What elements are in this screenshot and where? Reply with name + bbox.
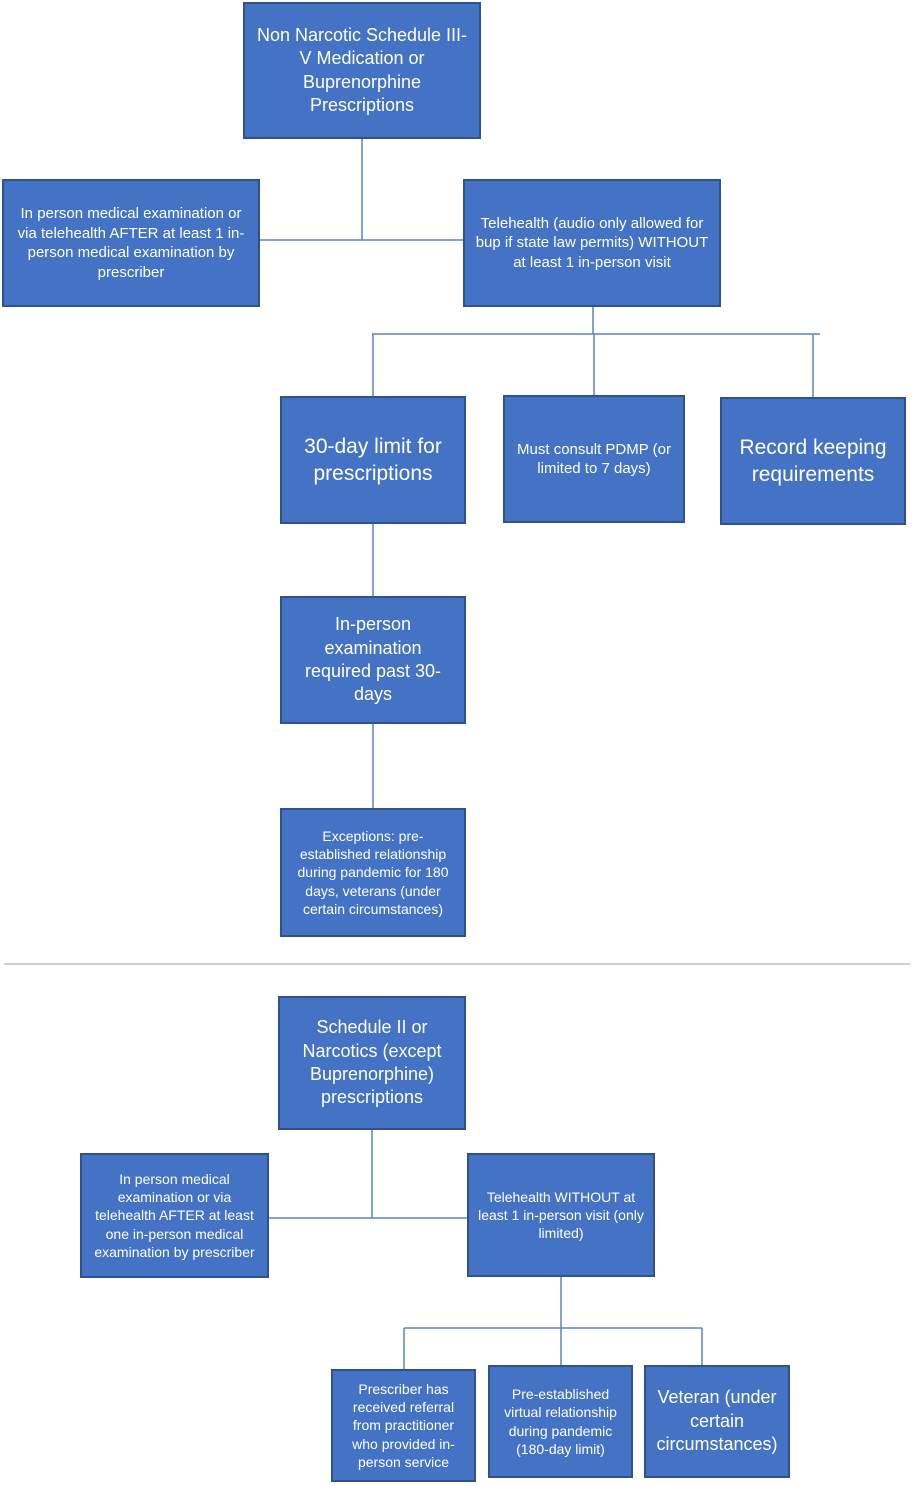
box-in-person-exam: In person medical examination or via tel… <box>2 179 260 307</box>
box-telehealth-2: Telehealth WITHOUT at least 1 in-person … <box>467 1153 655 1277</box>
box-referral: Prescriber has received referral from pr… <box>331 1369 476 1482</box>
box-schedule-ii-root-label: Schedule II or Narcotics (except Bupreno… <box>302 1017 442 1108</box>
box-telehealth: Telehealth (audio only allowed for bup i… <box>463 179 721 307</box>
box-in-person-exam-label: In person medical examination or via tel… <box>17 205 245 281</box>
box-veteran: Veteran (under certain circumstances) <box>644 1365 790 1478</box>
box-30-day-limit: 30-day limit for prescriptions <box>280 396 466 524</box>
box-in-person-required-label: In-person examination required past 30-d… <box>304 614 442 705</box>
box-non-narcotic-root: Non Narcotic Schedule III-V Medication o… <box>243 2 481 139</box>
box-referral-label: Prescriber has received referral from pr… <box>352 1381 455 1470</box>
box-record-keeping-label: Record keeping requirements <box>739 435 887 486</box>
box-in-person-exam-2-label: In person medical examination or via tel… <box>94 1171 255 1260</box>
box-exceptions: Exceptions: pre-established relationship… <box>280 808 466 937</box>
box-schedule-ii-root: Schedule II or Narcotics (except Bupreno… <box>278 996 466 1130</box>
box-virtual-relationship-label: Pre-established virtual relationship dur… <box>504 1386 617 1457</box>
box-in-person-exam-2: In person medical examination or via tel… <box>80 1153 269 1278</box>
box-non-narcotic-root-label: Non Narcotic Schedule III-V Medication o… <box>256 24 468 115</box>
box-exceptions-label: Exceptions: pre-established relationship… <box>297 828 449 917</box>
box-30-day-limit-label: 30-day limit for prescriptions <box>304 434 442 485</box>
box-consult-pdmp-label: Must consult PDMP (or limited to 7 days) <box>517 440 671 478</box>
box-record-keeping: Record keeping requirements <box>720 397 906 525</box>
box-telehealth-label: Telehealth (audio only allowed for bup i… <box>475 214 709 271</box>
box-virtual-relationship: Pre-established virtual relationship dur… <box>488 1365 633 1478</box>
box-consult-pdmp: Must consult PDMP (or limited to 7 days) <box>503 395 685 523</box>
box-in-person-required: In-person examination required past 30-d… <box>280 596 466 724</box>
box-veteran-label: Veteran (under certain circumstances) <box>656 1387 778 1455</box>
box-telehealth-2-label: Telehealth WITHOUT at least 1 in-person … <box>478 1188 644 1242</box>
